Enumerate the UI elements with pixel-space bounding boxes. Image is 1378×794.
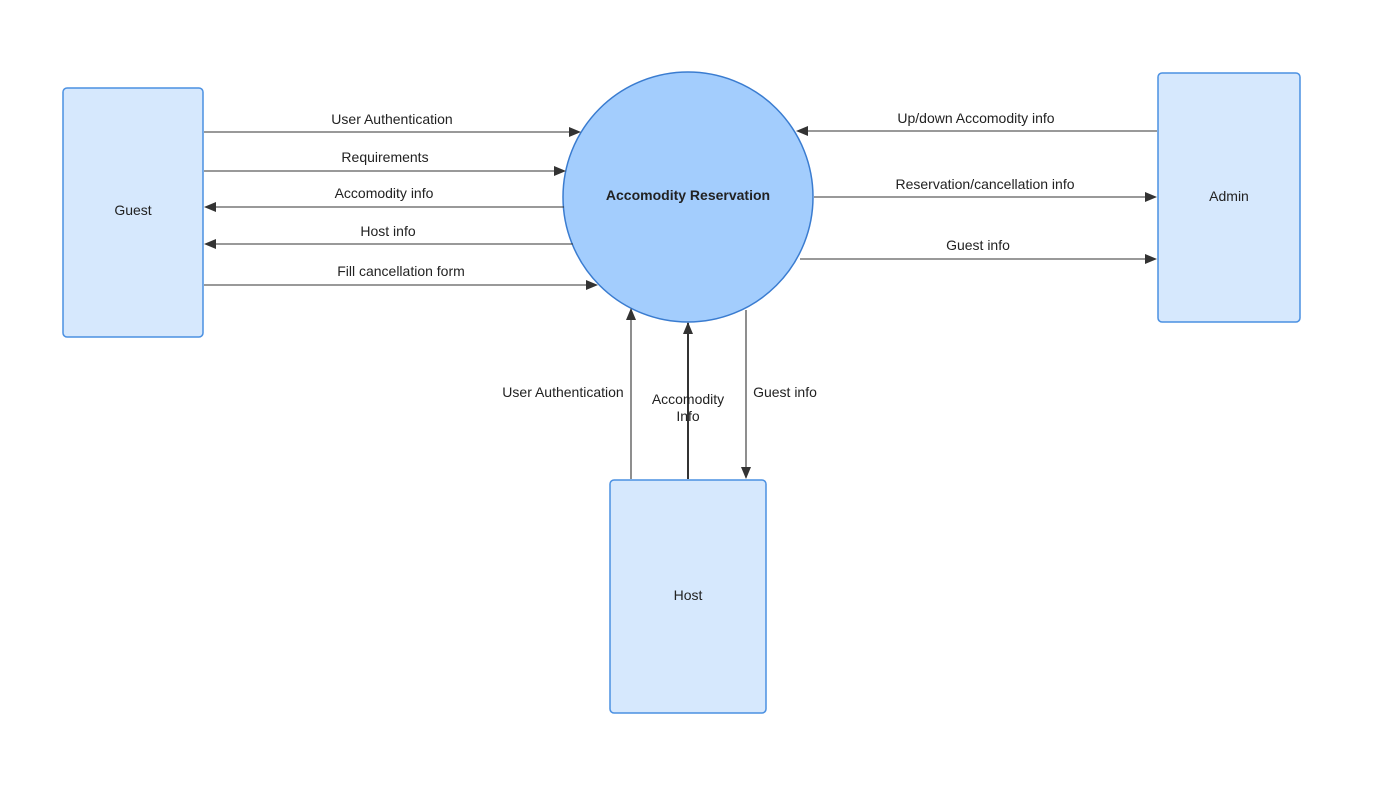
flow-admin-updown-info: Up/down Accomodity info xyxy=(796,110,1157,136)
flow-host-guest-info: Guest info xyxy=(741,310,817,479)
flow-host-user-authentication: User Authentication xyxy=(502,308,636,479)
flow-guest-host-info: Host info xyxy=(204,223,573,249)
guest-box xyxy=(62,87,204,338)
flow-label: Guest info xyxy=(946,237,1010,253)
admin-entity: Admin xyxy=(1157,72,1301,323)
process-node: Accomodity Reservation xyxy=(562,71,814,323)
flow-label: Accomodity info xyxy=(335,185,434,201)
flow-label: Host info xyxy=(360,223,415,239)
admin-label: Admin xyxy=(1209,188,1249,204)
host-entity: Host xyxy=(609,479,767,714)
flow-label-line1: Accomodity xyxy=(652,391,724,407)
flow-label: User Authentication xyxy=(502,384,623,400)
flow-guest-requirements: Requirements xyxy=(204,149,566,176)
flow-guest-fill-cancellation: Fill cancellation form xyxy=(204,263,598,290)
flow-label: Reservation/cancellation info xyxy=(896,176,1075,192)
flow-admin-reservation-cancellation: Reservation/cancellation info xyxy=(814,176,1157,202)
flow-label: Up/down Accomodity info xyxy=(897,110,1054,126)
admin-box xyxy=(1157,72,1301,323)
host-box xyxy=(609,479,767,714)
flow-host-accomodity-info: Accomodity Info xyxy=(652,322,724,479)
flow-label: Requirements xyxy=(341,149,428,165)
host-label: Host xyxy=(674,587,703,603)
flow-guest-user-authentication: User Authentication xyxy=(204,111,581,137)
flow-label: Fill cancellation form xyxy=(337,263,465,279)
flow-label: User Authentication xyxy=(331,111,452,127)
flow-label-line2: Info xyxy=(676,408,700,424)
flow-admin-guest-info: Guest info xyxy=(800,237,1157,264)
guest-label: Guest xyxy=(114,202,151,218)
flow-label: Guest info xyxy=(753,384,817,400)
guest-entity: Guest xyxy=(62,87,204,338)
flow-guest-accomodity-info: Accomodity info xyxy=(204,185,564,212)
process-label: Accomodity Reservation xyxy=(606,187,770,203)
